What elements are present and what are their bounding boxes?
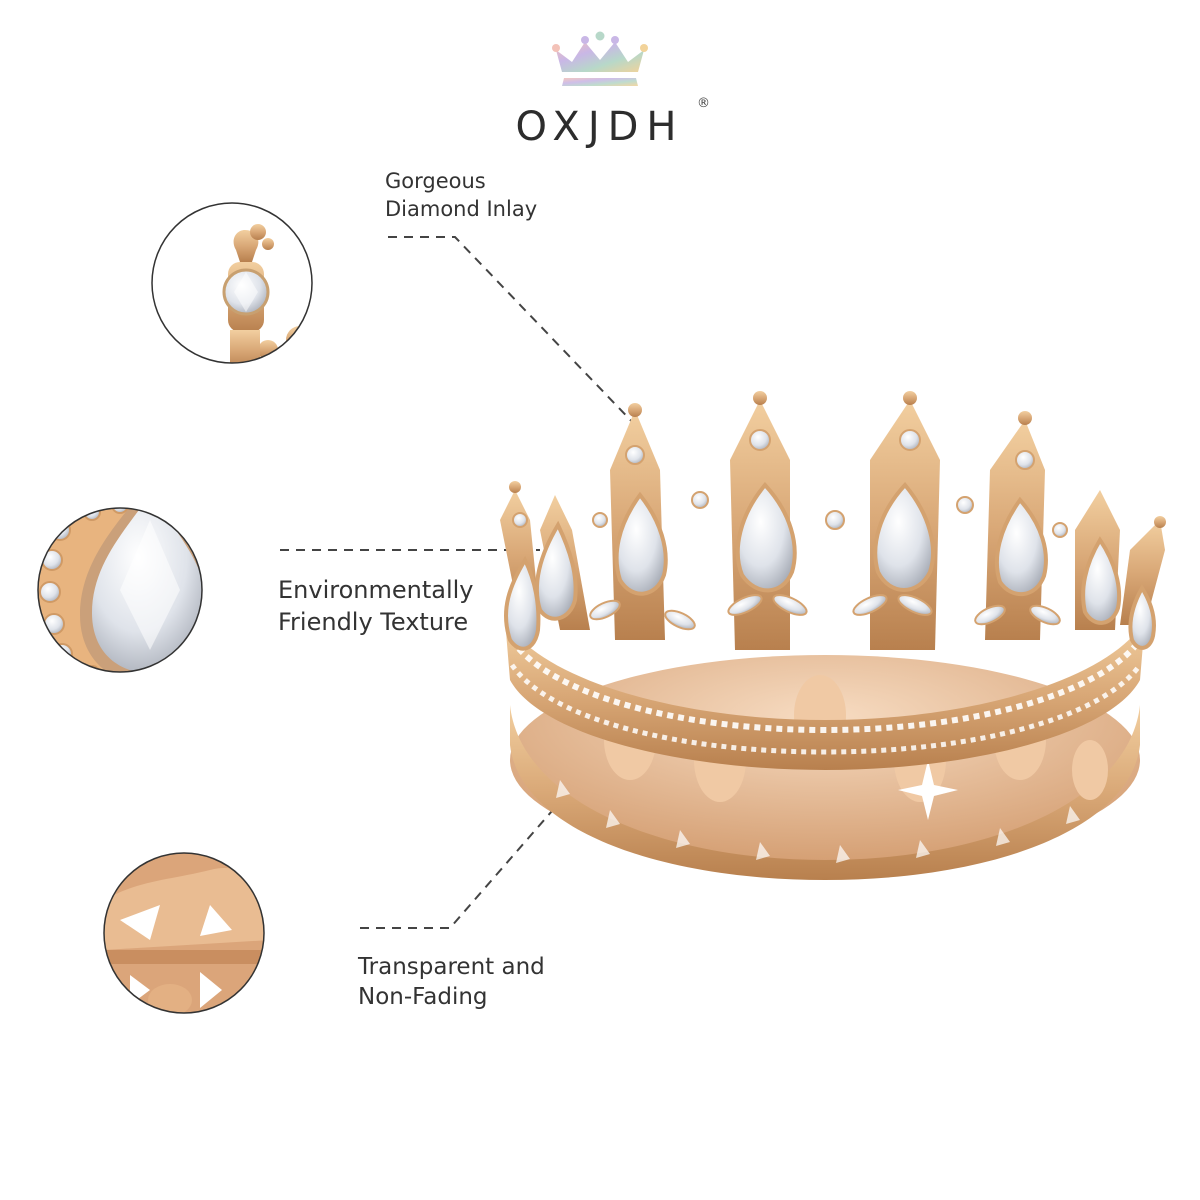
registered-mark: ® <box>697 96 710 111</box>
callout-line: Environmentally <box>278 576 474 604</box>
brand-name: OXJDH <box>515 104 685 150</box>
callout-line: Gorgeous <box>385 169 486 193</box>
crown-image <box>500 391 1166 880</box>
detail-circle-texture <box>37 507 203 673</box>
detail-circle-band <box>103 852 265 1014</box>
callout-line: Diamond Inlay <box>385 196 538 221</box>
detail-circle-diamond-inlay <box>151 202 313 364</box>
logo-crown-icon <box>552 31 648 86</box>
sparkle-icon <box>898 760 958 820</box>
callout-texture: Environmentally Friendly Texture <box>278 575 474 638</box>
callout-diamond-inlay: Gorgeous Diamond Inlay <box>385 168 537 223</box>
callout-line: Non-Fading <box>358 984 488 1011</box>
callout-line: Friendly Texture <box>278 607 469 636</box>
callout-lines <box>280 236 641 929</box>
callout-non-fading: Transparent and Non-Fading <box>358 952 545 1013</box>
callout-line: Transparent and <box>358 954 545 980</box>
